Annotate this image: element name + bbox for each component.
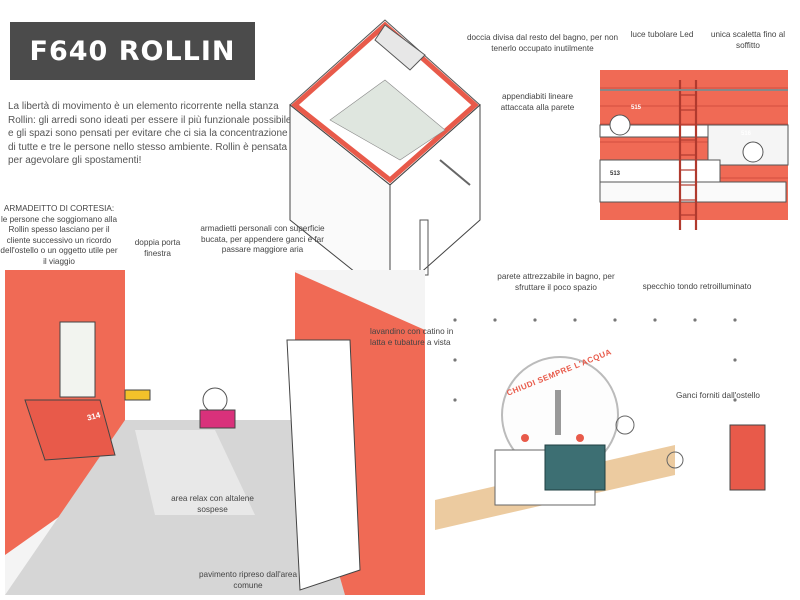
note-relax-area: area relax con altalene sospese [171,494,254,514]
note-shower: doccia divisa dal resto del bagno, per n… [466,33,619,53]
title-box: F640 ROLLIN [10,22,255,80]
bunk-label-513: 513 [610,171,621,177]
note-courtesy-cabinet: ARMADEITTO DI CORTESIA: le persone che s… [0,204,118,266]
note-lockers: armadietti personali con superficie buca… [200,224,325,254]
room-interior-drawing: 314 [5,270,425,595]
note-sink: lavandino con catino in latta e tubature… [370,327,454,347]
isometric-room-drawing [270,10,500,305]
note-ladder: unica scaletta fino al soffitto [710,30,786,50]
bunk-label-516: 516 [741,131,752,137]
note-floor: pavimento ripreso dall'area comune [198,570,298,590]
note-equip-wall: parete attrezzabile in bagno, per sfrutt… [497,272,615,292]
note-hanger: appendiabiti lineare attaccata alla pare… [500,92,575,112]
page-title: F640 ROLLIN [29,35,236,67]
note-window: doppia porta finestra [134,238,181,258]
intro-paragraph: La libertà di movimento è un elemento ri… [8,101,292,166]
bathroom-drawing: CHIUDI SEMPRE L'ACQUA [435,300,780,595]
note-hooks: Ganci forniti dall'ostello [676,391,760,400]
bunk-bed-drawing: 515 516 513 [598,70,790,235]
note-light: luce tubolare Led [630,30,694,39]
note-mirror: specchio tondo retroilluminato [642,282,752,291]
bunk-label-515: 515 [631,105,642,111]
